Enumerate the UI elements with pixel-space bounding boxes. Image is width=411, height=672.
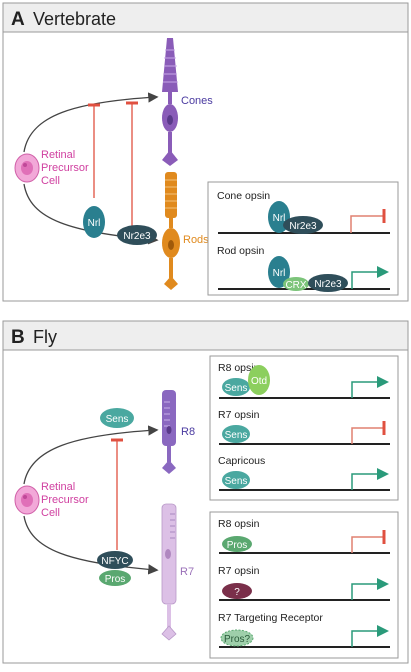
panel-title: Fly [33, 327, 57, 347]
inset-row-label: R7 opsin [218, 409, 260, 421]
nrl-factor [83, 206, 105, 238]
activated-promoter-arrow [351, 468, 389, 490]
inset-row-label: R7 Targeting Receptor [218, 612, 323, 624]
inset-row-label: R7 opsin [218, 565, 260, 577]
factor-label: ? [234, 587, 240, 598]
factor-label: Sens [225, 430, 248, 441]
rods-label: Rods [183, 234, 209, 246]
activated-promoter-arrow [351, 376, 389, 398]
factor-label: Sens [225, 476, 248, 487]
panel-header [2, 320, 409, 351]
repressed-promoter [351, 536, 384, 553]
panel-a-diagram: A Vertebrate Retinal Precursor Cell Nrl … [2, 2, 409, 302]
otd-factor [248, 365, 270, 395]
nr2e3-factor [283, 216, 323, 234]
panel-b-diagram: B Fly Retinal Precursor Cell Sens NFYC P… [2, 320, 409, 664]
nr2e3-label: Nr2e3 [123, 231, 151, 242]
factor-label: Nr2e3 [314, 279, 342, 290]
factor-label: Nrl [273, 213, 286, 224]
cone-cell [162, 38, 178, 166]
sens-label: Sens [106, 414, 129, 425]
cone-lineage-arrow [23, 92, 159, 153]
inset-box [207, 181, 399, 296]
rod-cell [162, 172, 180, 290]
pros-factor [99, 570, 131, 586]
sens-factor [222, 471, 250, 489]
activated-promoter-arrow [351, 266, 389, 289]
sens-factor [100, 408, 134, 428]
pros-label: Pros [105, 574, 126, 585]
panel-title: Vertebrate [33, 9, 116, 29]
factor-label: Otd [251, 376, 267, 387]
crx-factor [283, 277, 309, 291]
nfyc-factor [97, 551, 133, 569]
panel-a: A Vertebrate Retinal Precursor Cell Nrl … [0, 0, 411, 306]
precursor-label: Retinal Precursor Cell [41, 149, 92, 187]
r8-lineage-arrow [23, 425, 159, 485]
factor-label: Nr2e3 [289, 221, 317, 232]
r7-cell [161, 503, 177, 641]
nrl-label: Nrl [88, 218, 101, 229]
retinal-precursor-cell [14, 153, 40, 183]
r7-lineage-arrow [23, 515, 159, 575]
inset-row-label: Capricous [218, 455, 265, 467]
pros-factor [222, 536, 252, 552]
factor-label: Pros [227, 540, 248, 551]
r7-label: R7 [180, 566, 194, 578]
panel-header [2, 2, 409, 33]
repressed-promoter [351, 427, 384, 444]
activated-promoter-arrow [351, 578, 389, 600]
r8-label: R8 [181, 426, 195, 438]
inset-row-label: Cone opsin [217, 190, 270, 202]
inset-row-label: R8 opsin [218, 362, 260, 374]
panel-letter: A [11, 9, 25, 30]
panel-b: B Fly Retinal Precursor Cell Sens NFYC P… [0, 318, 411, 667]
sens-factor [222, 378, 250, 396]
precursor-label: Retinal Precursor Cell [41, 481, 92, 519]
factor-label: CRX [285, 280, 306, 291]
r8-cell [162, 390, 176, 474]
unknown-factor [222, 583, 252, 599]
cones-label: Cones [181, 95, 213, 107]
nrl-factor [268, 256, 290, 288]
inset-row-label: R8 opsin [218, 518, 260, 530]
nr2e3-factor [117, 225, 157, 245]
repressed-promoter [350, 215, 384, 233]
factor-label: Pros? [224, 634, 251, 645]
activated-promoter-arrow [351, 625, 389, 647]
sens-factor [222, 425, 250, 443]
inset-row-label: Rod opsin [217, 245, 264, 257]
factor-label: Sens [225, 383, 248, 394]
nr2e3-factor [308, 274, 348, 292]
factor-label: Nrl [273, 268, 286, 279]
pros-putative-factor [220, 629, 254, 647]
nfyc-label: NFYC [101, 556, 128, 567]
retinal-precursor-cell [14, 485, 40, 515]
panel-letter: B [11, 327, 25, 348]
